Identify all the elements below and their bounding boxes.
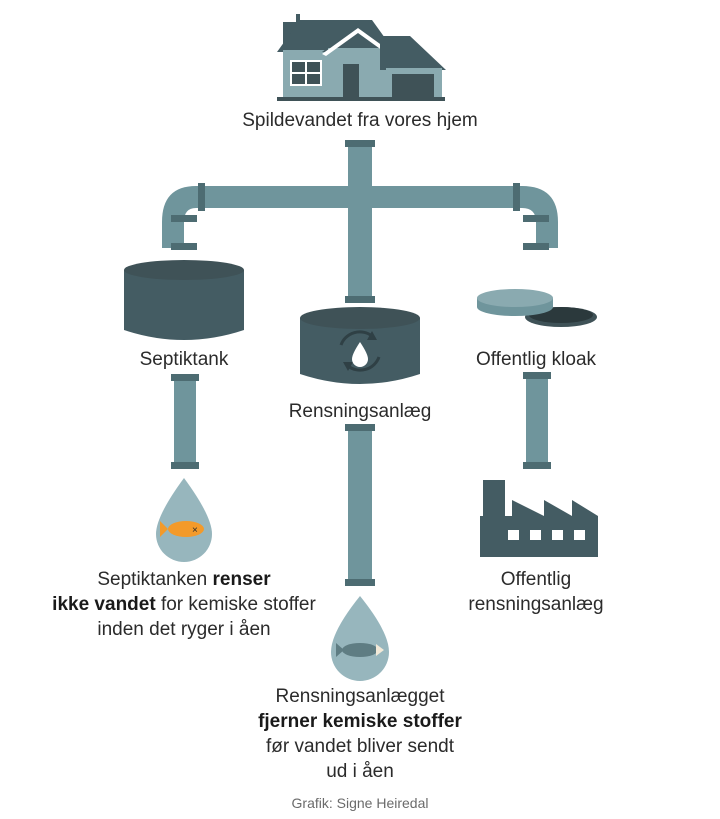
- svg-text:×: ×: [192, 525, 198, 536]
- public-treatment-line1: Offentlig: [500, 569, 572, 590]
- septic-note-l1-bold: renser: [212, 569, 271, 590]
- public-sewer-label: Offentlig kloak: [475, 349, 597, 370]
- credit: Grafik: Signe Heiredal: [291, 795, 429, 811]
- live-fish-drop-icon: [331, 596, 389, 681]
- dead-fish-drop-icon: ×: [156, 478, 212, 562]
- septic-label: Septiktank: [139, 349, 229, 370]
- septic-tank-icon: [124, 260, 244, 340]
- pipe-flanges: [171, 140, 551, 586]
- septic-note-l2-bold: ikke vandet: [52, 594, 156, 615]
- septic-note-l3: inden det ryger i åen: [97, 619, 271, 640]
- house-icon: [277, 14, 446, 101]
- manhole-icon: [477, 289, 597, 327]
- public-treatment-line2: rensningsanlæg: [468, 594, 604, 615]
- treatment-plant-label: Rensningsanlæg: [288, 401, 432, 422]
- plant-note-l2-bold: fjerner kemiske stoffer: [258, 711, 462, 732]
- plant-note-l3: før vandet bliver sendt: [266, 736, 454, 757]
- septic-note-l2-post: for kemiske stoffer: [155, 594, 316, 615]
- septic-note: Septiktanken renser ikke vandet for kemi…: [28, 567, 340, 642]
- plant-note-l4: ud i åen: [326, 761, 394, 782]
- public-treatment-label: Offentlig rensningsanlæg: [446, 567, 626, 617]
- pipe-network: [162, 142, 558, 584]
- factory-icon: [480, 480, 598, 557]
- plant-note-l1: Rensningsanlægget: [275, 686, 445, 707]
- septic-note-l1-pre: Septiktanken: [97, 569, 213, 590]
- home-label: Spildevandet fra vores hjem: [242, 110, 478, 131]
- plant-note: Rensningsanlægget fjerner kemiske stoffe…: [220, 684, 500, 784]
- treatment-tank-icon: [300, 307, 420, 384]
